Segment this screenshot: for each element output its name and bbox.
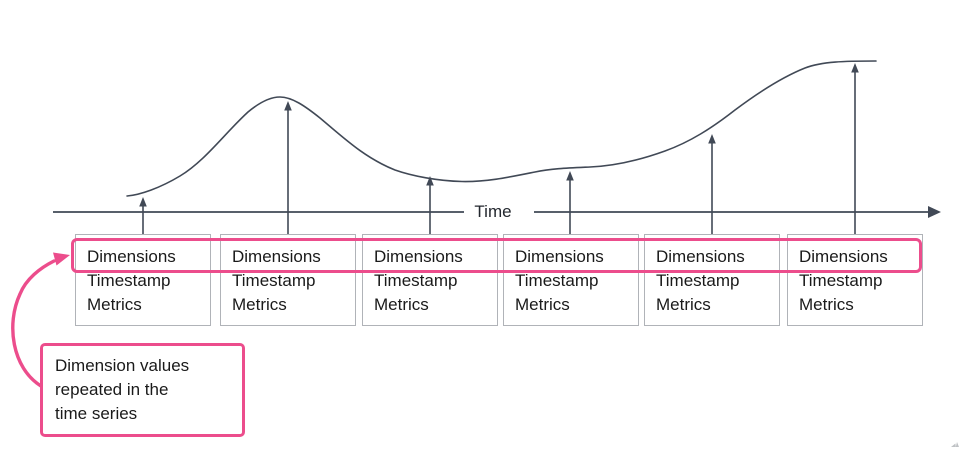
time-series-curve: [126, 60, 877, 197]
record-pointer-arrow-3: [426, 176, 434, 234]
annotation-callout: Dimension values repeated in the time se…: [40, 343, 245, 437]
record-pointer-arrow-1: [139, 197, 147, 234]
arrowhead-icon: [139, 197, 147, 207]
annotation-line: time series: [55, 404, 138, 423]
arrowhead-icon: [426, 176, 434, 186]
arrowhead-icon: [284, 101, 292, 111]
page-artifact-mark: [951, 442, 959, 447]
record-pointer-arrow-6: [851, 63, 859, 234]
arrowhead-icon: [708, 134, 716, 144]
time-axis-arrowhead-icon: [928, 206, 941, 218]
annotation-line: repeated in the: [55, 380, 169, 399]
record-pointer-arrow-4: [566, 171, 574, 234]
arrowhead-icon: [851, 63, 859, 73]
arrowhead-icon: [566, 171, 574, 181]
record-pointer-arrow-2: [284, 101, 292, 234]
time-axis-label: Time: [474, 202, 512, 221]
record-pointer-arrow-5: [708, 134, 716, 234]
annotation-line: Dimension values: [55, 356, 190, 375]
